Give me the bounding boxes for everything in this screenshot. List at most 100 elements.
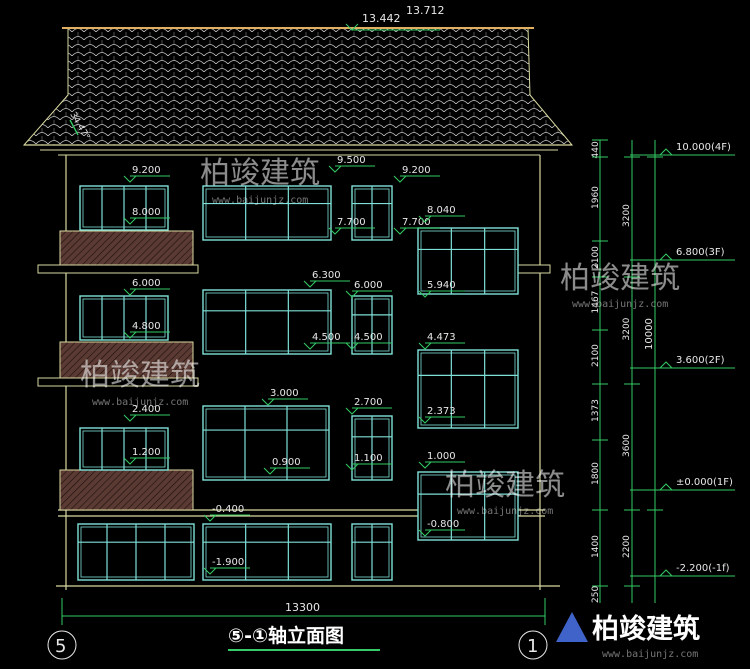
elevation-right-4-label: 4.473 [427,332,456,343]
elevation-left-0-label: 9.200 [132,165,161,176]
elevation-right-7: -0.800 [418,519,465,537]
dim-col1-label: 2100 [591,246,601,269]
elevation-left-1-label: 8.000 [132,207,161,218]
elevation-center-3-label: 4.500 [312,332,341,343]
window [351,185,393,241]
elevation-left-5-label: 1.200 [132,447,161,458]
elevation-center-4: 3.000 [261,388,308,406]
floor-level-mark: ±0.000(1F) [630,477,735,491]
elevation-center-2: 6.300 [303,270,350,288]
dim-col1-label: 1467 [591,291,601,314]
window [79,295,169,341]
watermark-right: 柏竣建筑 www.baijunjz.com [560,261,680,310]
window [202,523,332,581]
logo-icon [556,612,588,642]
elevation-left-5: 1.200 [123,447,170,465]
dim-col2-label: 3200 [622,204,632,227]
floor-level-mark: 10.000(4F) [630,142,735,156]
elevation-right-0: 9.200 [393,165,440,183]
roof [22,27,574,156]
logo-corner: 柏竣建筑 www.baijunjz.com [545,603,750,669]
bottom-dimension: 13300 [61,598,546,625]
elevation-right-5: 2.373 [418,406,465,424]
watermark-brand: 柏竣建筑 [80,358,200,393]
window [79,185,169,231]
elevation-center-1: 7.700 [328,217,375,235]
dim-col1-label: 1960 [591,186,601,209]
elevation-midright-0: 6.000 [345,280,392,298]
dim-col3-label: 10000 [644,318,655,350]
elevation-right-6-label: 1.000 [427,451,456,462]
elevation-left-3-label: 4.800 [132,321,161,332]
logo-url: www.baijunjz.com [602,649,698,660]
floor-level-mark: 6.800(3F) [630,247,735,261]
elevation-center-5: 0.900 [263,457,310,475]
elevation-center-0: 9.500 [328,155,375,173]
window [79,427,169,471]
elevation-right-1: 7.700 [393,217,440,235]
watermark-url: www.baijunjz.com [92,397,188,408]
window [351,523,393,581]
watermark-url: www.baijunjz.com [457,506,553,517]
elevation-right-3-label: 5.940 [427,280,456,291]
window [351,415,393,481]
watermark-url: www.baijunjz.com [572,299,668,310]
window [202,289,332,355]
watermark-url: www.baijunjz.com [212,195,308,206]
window [417,227,519,295]
elevation-midright-2: 2.700 [345,397,392,415]
window [202,405,330,481]
elevation-right-0-label: 9.200 [402,165,431,176]
elevation-center-1-label: 7.700 [337,217,366,228]
roof-mark-a: 13.442 [362,12,401,25]
floor-level-label: 3.600(2F) [676,355,725,366]
axis-bubbles: 5 1 [47,630,548,660]
floor-level-label: 10.000(4F) [676,142,731,153]
dim-col1-label: 1373 [591,399,601,422]
floor-level-mark: 3.600(2F) [630,355,735,369]
watermark-brand: 柏竣建筑 [200,156,320,191]
window [351,295,393,355]
elevation-center-4-label: 3.000 [270,388,299,399]
watermark-center: 柏竣建筑 www.baijunjz.com [445,468,565,517]
elevation-center-0-label: 9.500 [337,155,366,166]
elevation-right-5-label: 2.373 [427,406,456,417]
elevation-left-6: -0.400 [203,504,250,522]
drawing-title: ⑤-①轴立面图 [228,624,380,651]
dim-col2-label: 2200 [622,535,632,558]
window [417,349,519,429]
window [202,185,332,241]
elevation-left-6-label: -0.400 [212,504,244,515]
elevation-center-2-label: 6.300 [312,270,341,281]
elevation-right-2: 8.040 [418,205,465,223]
balconies [37,230,551,511]
windows [77,185,519,581]
dim-col2-label: 3600 [622,434,632,457]
elevation-right-1-label: 7.700 [402,217,431,228]
elevation-left-2-label: 6.000 [132,278,161,289]
dim-col1-label: 1400 [591,535,601,558]
roof-mark-b: 13.712 [406,4,445,17]
elevation-left-0: 9.200 [123,165,170,183]
elevation-right-2-label: 8.040 [427,205,456,216]
watermark-brand: 柏竣建筑 [445,468,565,503]
logo-brand: 柏竣建筑 [592,613,700,645]
floor-level-label: ±0.000(1F) [676,477,733,488]
window [417,471,519,541]
elevation-left-7-label: -1.900 [212,557,244,568]
watermark-left: 柏竣建筑 www.baijunjz.com [80,358,200,408]
elevation-midright-1-label: 4.500 [354,332,383,343]
axis-left-label: 5 [55,636,66,657]
floor-level-mark: -2.200(-1f) [630,563,735,577]
elevation-center-3: 4.500 [303,332,350,350]
elevation-midright-0-label: 6.000 [354,280,383,291]
total-width-label: 13300 [285,601,320,614]
elevation-left-1: 8.000 [123,207,170,225]
elevation-center-5-label: 0.900 [272,457,301,468]
elevation-right-3: 5.940 [418,280,465,298]
floor-level-label: -2.200(-1f) [676,563,730,574]
elevation-midright-2-label: 2.700 [354,397,383,408]
dim-col1-label: 250 [591,586,601,603]
